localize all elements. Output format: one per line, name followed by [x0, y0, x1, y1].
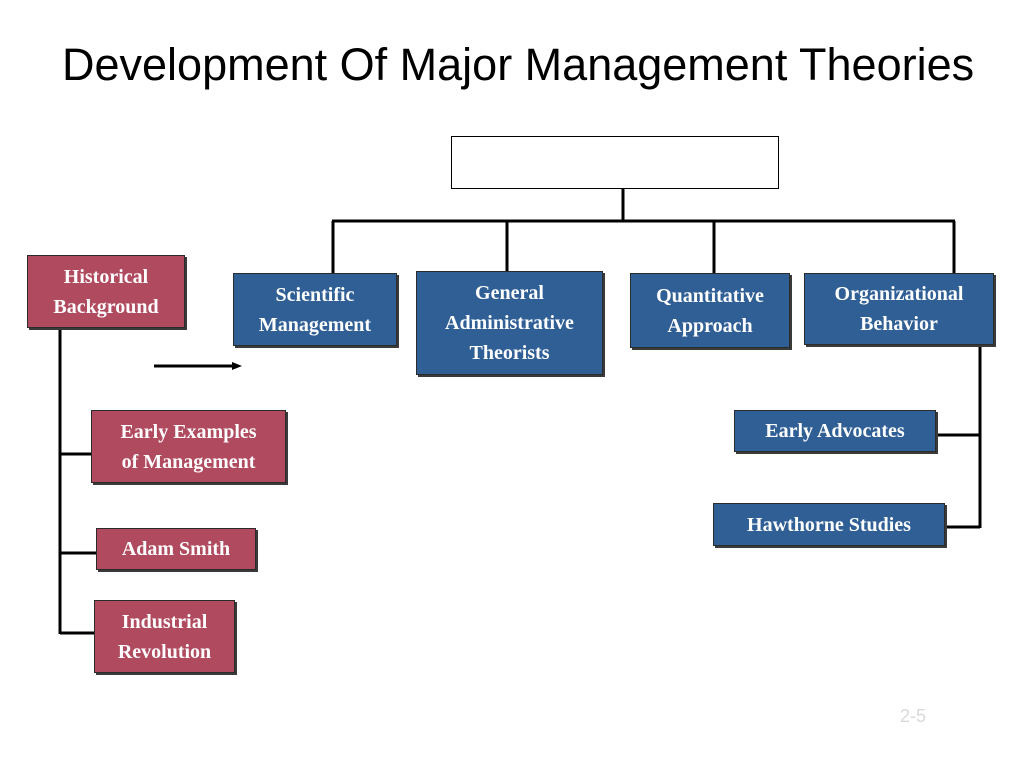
slide-page-number: 2-5 [900, 706, 927, 726]
arrow-head [232, 362, 242, 370]
hawthorne-studies-box: Hawthorne Studies [713, 503, 945, 546]
industrial-revolution-box: Industrial Revolution [94, 600, 235, 673]
early-examples-box: Early Examples of Management [91, 410, 286, 483]
historical-background-box: Historical Background [27, 255, 185, 328]
adam-smith-box: Adam Smith [96, 528, 256, 570]
root-theory-box [451, 136, 779, 189]
slide-title: Development Of Major Management Theories [62, 39, 975, 90]
scientific-management-box: Scientific Management [233, 273, 397, 346]
general-administrative-box: General Administrative Theorists [416, 271, 603, 375]
early-advocates-box: Early Advocates [734, 410, 936, 452]
quantitative-approach-box: Quantitative Approach [630, 273, 790, 348]
organizational-behavior-box: Organizational Behavior [804, 273, 994, 345]
